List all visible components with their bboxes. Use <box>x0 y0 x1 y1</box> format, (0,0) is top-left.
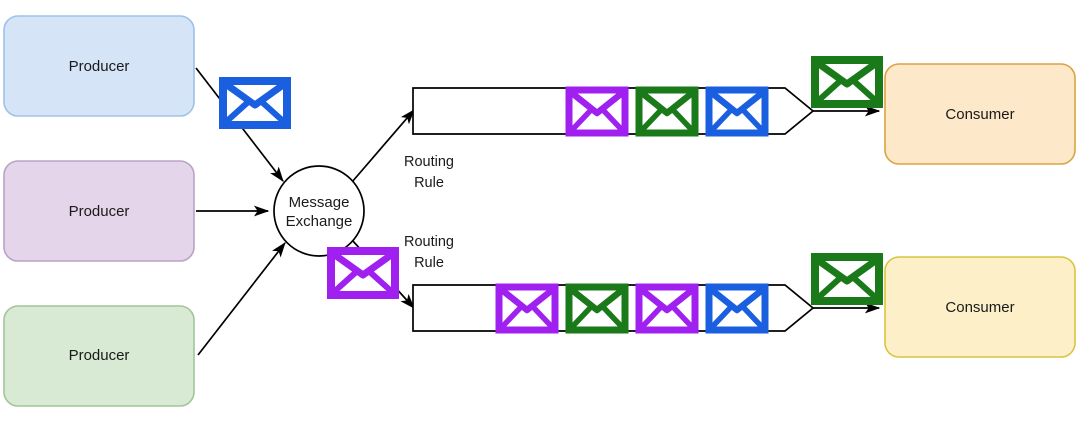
bottom-queue-messages <box>495 283 769 334</box>
envelope-green-icon[interactable] <box>811 56 883 108</box>
top-queue-messages <box>565 86 769 137</box>
producer-box-2[interactable]: Producer <box>3 160 195 262</box>
routing-rule-top-line1: Routing <box>404 154 454 170</box>
connector-exchange-to-top-queue <box>351 109 415 183</box>
message-exchange-label-line2: Exchange <box>286 213 353 230</box>
consumer-box-2-label: Consumer <box>945 299 1014 316</box>
routing-rule-bottom-line2: Rule <box>414 255 444 271</box>
connector-producer3-to-exchange <box>197 242 286 356</box>
envelope-blue-icon[interactable] <box>705 86 769 137</box>
consumer-box-1[interactable]: Consumer <box>884 63 1076 165</box>
routing-rule-top-line2: Rule <box>414 175 444 191</box>
producer-group: Producer Producer Producer <box>3 15 195 407</box>
producer-box-3-label: Producer <box>69 347 130 364</box>
envelope-green-icon[interactable] <box>565 283 629 334</box>
consumer-box-2-shape <box>884 256 1076 358</box>
routing-rule-bottom-line1: Routing <box>404 234 454 250</box>
envelope-blue-icon[interactable] <box>219 77 291 129</box>
producer-box-3-shape <box>3 305 195 407</box>
producer-box-2-shape <box>3 160 195 262</box>
envelope-purple-icon[interactable] <box>635 283 699 334</box>
consumer-box-1-label: Consumer <box>945 106 1014 123</box>
producer-box-1[interactable]: Producer <box>3 15 195 117</box>
envelope-green-icon[interactable] <box>811 253 883 305</box>
consumer-group: Consumer Consumer <box>884 63 1076 358</box>
message-exchange-label-line1: Message <box>289 194 350 211</box>
envelope-purple-icon[interactable] <box>327 247 399 299</box>
message-exchange-node[interactable]: Message Exchange <box>273 165 365 257</box>
producer-box-1-shape <box>3 15 195 117</box>
producer-box-1-label: Producer <box>69 58 130 75</box>
message-exchange-circle <box>273 165 365 257</box>
producer-box-3[interactable]: Producer <box>3 305 195 407</box>
consumer-box-2[interactable]: Consumer <box>884 256 1076 358</box>
floating-messages <box>219 56 883 305</box>
consumer-box-1-shape <box>884 63 1076 165</box>
envelope-blue-icon[interactable] <box>705 283 769 334</box>
envelope-purple-icon[interactable] <box>565 86 629 137</box>
envelope-purple-icon[interactable] <box>495 283 559 334</box>
routing-rule-label-bottom: Routing Rule <box>404 234 454 271</box>
routing-rule-label-top: Routing Rule <box>404 154 454 191</box>
envelope-green-icon[interactable] <box>635 86 699 137</box>
producer-box-2-label: Producer <box>69 203 130 220</box>
